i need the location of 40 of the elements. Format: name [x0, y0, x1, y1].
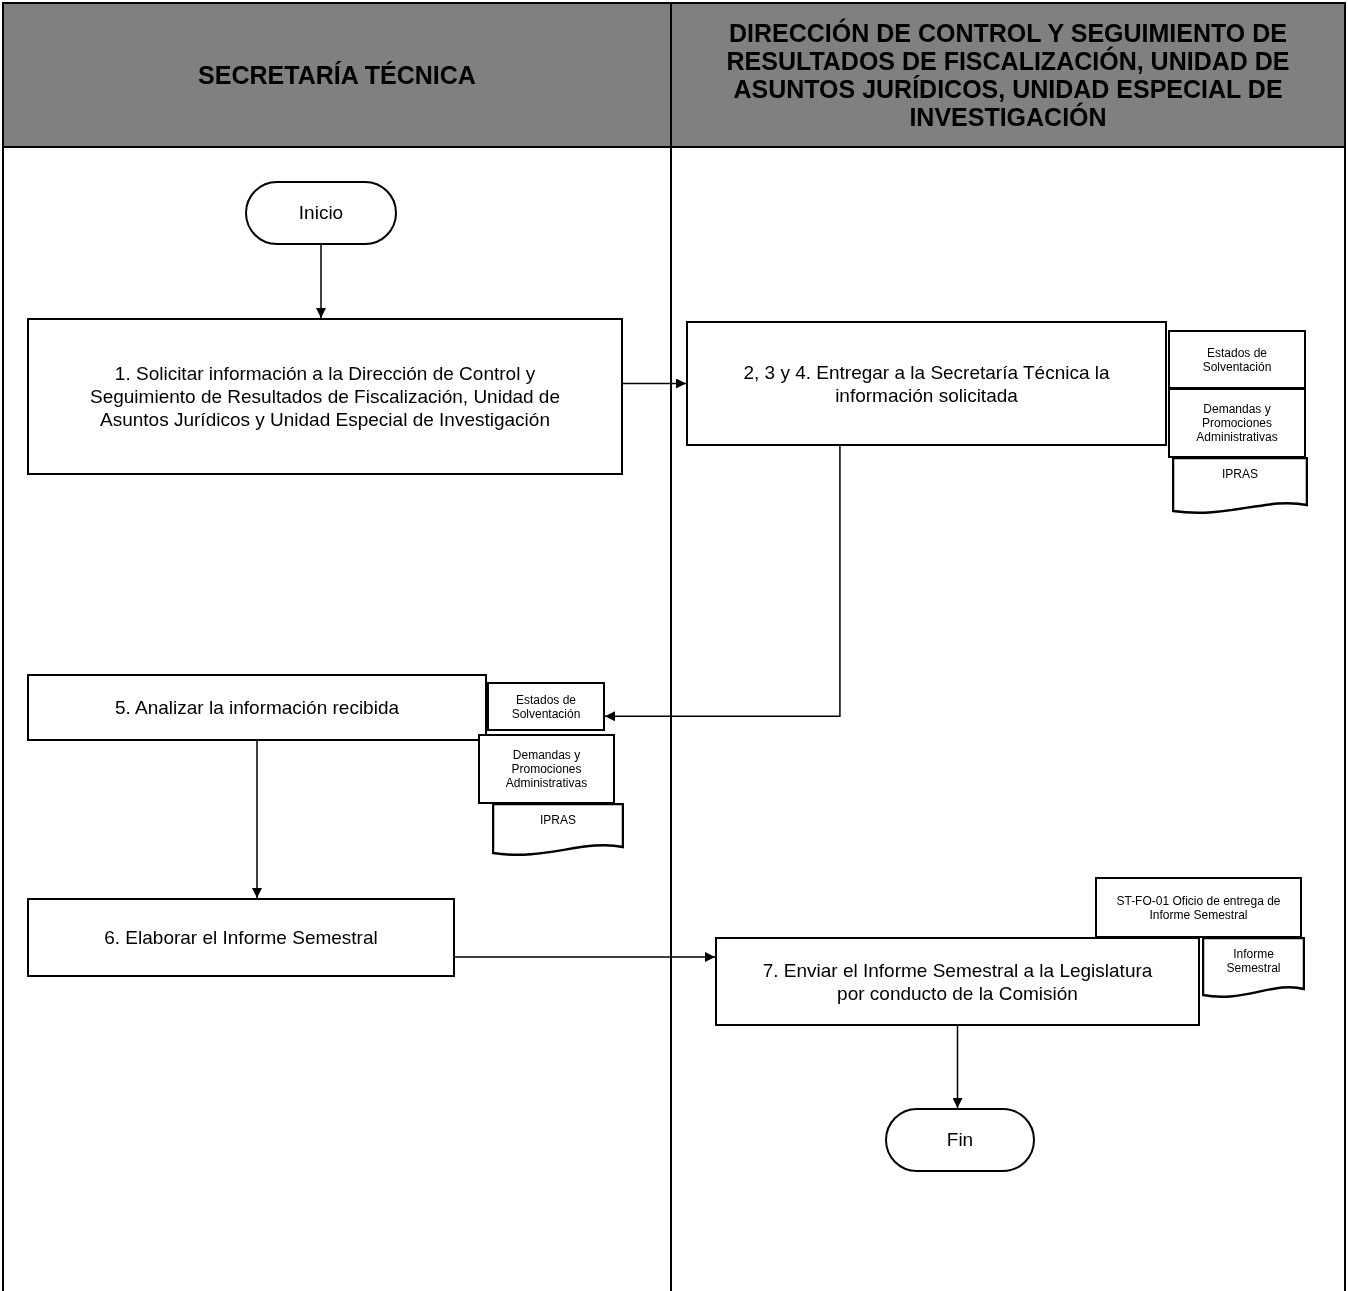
process-box [27, 674, 487, 741]
terminator [245, 181, 397, 245]
process-label: 1. Solicitar información a la Dirección de Control y Seguimiento de Resultados de Fiscalización, Unidad de Asuntos Jurídicos y Unidad Especial de Investigación [89, 362, 561, 431]
process-label: 7. Enviar el Informe Semestral a la Legislatura por conducto de la Comisión [761, 958, 1154, 1005]
swimlane [2, 2, 672, 1291]
document-label: Demandas y Promociones Administrativas [504, 748, 589, 790]
terminator-label: Inicio [298, 202, 344, 224]
process-label: 5. Analizar la información recibida [114, 696, 400, 719]
document-shape [478, 734, 615, 804]
terminator-label: Fin [946, 1129, 974, 1151]
process-box [715, 937, 1200, 1026]
document-label: Estados de Solventación [1201, 345, 1273, 374]
process-label: 6. Elaborar el Informe Semestral [104, 926, 378, 949]
process-box [27, 318, 623, 475]
lane-heading: DIRECCIÓN DE CONTROL Y SEGUIMIENTO DE RESULTADOS DE FISCALIZACIÓN, UNIDAD DE ASUNTOS JURÍDICOS, UNIDAD ESPECIAL DE INVESTIGACIÓN [672, 2, 1344, 148]
arrow [622, 378, 687, 389]
document-shape [1172, 457, 1308, 517]
document-shape [487, 682, 605, 731]
document-shape [492, 803, 624, 859]
arrow [454, 952, 716, 962]
process-label: 2, 3 y 4. Entregar a la Secretaría Técnica la información solicitada [742, 360, 1111, 407]
arrow [952, 1025, 963, 1109]
document-shape [1202, 937, 1305, 1001]
document-label: Informe Semestral [1225, 947, 1282, 975]
document-shape [1095, 877, 1302, 938]
swimlane [670, 2, 1346, 1291]
document-label: Demandas y Promociones Administrativas [1195, 402, 1279, 444]
process-box [27, 898, 455, 977]
document-shape [1168, 330, 1306, 389]
process-box [686, 321, 1167, 446]
lane-heading: SECRETARÍA TÉCNICA [4, 2, 670, 148]
arrow [604, 445, 841, 722]
terminator [885, 1108, 1035, 1172]
document-label: IPRAS [1222, 467, 1258, 481]
arrow [316, 244, 326, 319]
document-label: Estados de Solventación [510, 692, 582, 721]
document-label: ST-FO-01 Oficio de entrega de Informe Semestral [1115, 893, 1282, 922]
document-label: IPRAS [540, 813, 576, 827]
document-shape [1168, 388, 1306, 458]
arrow [252, 740, 262, 899]
